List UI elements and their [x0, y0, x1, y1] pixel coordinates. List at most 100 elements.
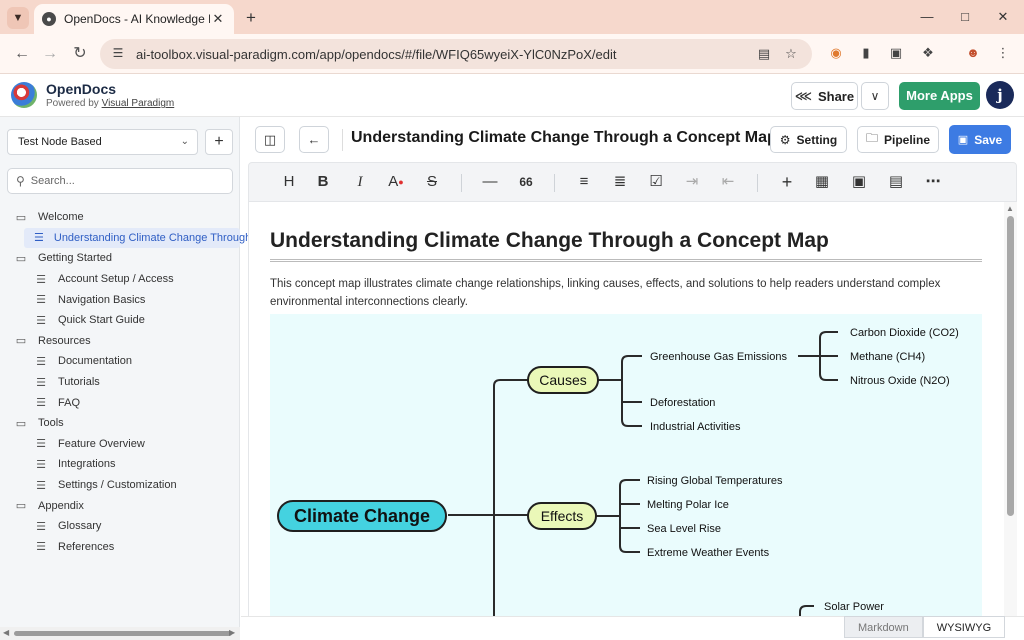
bullet-list-icon[interactable]: ≡ [579, 173, 589, 190]
site-info-icon[interactable]: ☰ [112, 46, 124, 60]
quote-icon[interactable]: 66 [519, 175, 533, 189]
tab-markdown[interactable]: Markdown [844, 616, 923, 638]
root-node[interactable] [277, 500, 447, 532]
sidebar-item-appendix[interactable]: ▭Appendix [0, 495, 240, 516]
minimize-button[interactable]: — [920, 9, 934, 24]
back-icon[interactable]: ← [14, 45, 30, 62]
italic-icon[interactable]: I [357, 174, 363, 190]
ordered-list-icon[interactable]: ≣ [613, 173, 627, 190]
sidebar-horizontal-scrollbar[interactable]: ◀ ▶ [0, 627, 240, 640]
sidebar-item-account-setup-access[interactable]: ☰Account Setup / Access [0, 269, 240, 290]
document-scrollbar[interactable]: ▲ [1004, 202, 1017, 616]
pipeline-button[interactable]: 🗀 Pipeline [857, 126, 939, 153]
connector [819, 331, 838, 381]
task-list-icon[interactable]: ☑ [649, 173, 663, 190]
embed-icon[interactable]: ▣ [851, 173, 867, 190]
profile-icon[interactable]: ☻ [966, 45, 980, 60]
avatar[interactable]: j [986, 81, 1014, 109]
sidebar-item-welcome[interactable]: ▭ Welcome [0, 207, 240, 228]
concept-map-svg: Climate Change Causes Effects Greenhouse… [277, 327, 959, 616]
add-node-button[interactable]: + [205, 129, 233, 155]
back-button[interactable]: ← [299, 126, 329, 153]
gas-item: Carbon Dioxide (CO2) [850, 327, 959, 339]
sliders-icon: ⚙ [779, 132, 791, 147]
search-box[interactable]: ⚲ [7, 168, 233, 194]
plus-icon[interactable]: + [781, 172, 793, 192]
concept-map[interactable]: Climate Change Causes Effects Greenhouse… [270, 314, 982, 616]
sidebar-item-integrations[interactable]: ☰Integrations [0, 454, 240, 475]
sidebar-item-label: Welcome [38, 211, 84, 224]
save-button[interactable]: ▣ Save [949, 125, 1011, 154]
powered-link[interactable]: Visual Paradigm [101, 98, 175, 109]
sidebar-item-resources[interactable]: ▭Resources [0, 331, 240, 352]
extensions-puzzle-icon[interactable]: ❖ [922, 45, 934, 60]
sidebar-item-tutorials[interactable]: ☰Tutorials [0, 372, 240, 393]
format-toolbar: H B I A● S — 66 ≡ ≣ ☑ ⇥ ⇤ + ▦ ▣ ▤ ⋯ [248, 162, 1017, 202]
bold-icon[interactable]: B [317, 173, 329, 190]
browser-tab[interactable]: ● OpenDocs - AI Knowledge Base ✕ [34, 4, 234, 34]
document-area[interactable]: Understanding Climate Change Through a C… [248, 202, 1017, 616]
more-options-icon[interactable]: ⋯ [925, 173, 941, 190]
image-icon[interactable]: ▤ [888, 173, 904, 190]
toggle-sidebar-button[interactable]: ◫ [255, 126, 285, 153]
folder-icon: ▭ [15, 211, 27, 224]
sidebar-item-label: Quick Start Guide [58, 314, 145, 327]
scrollbar-thumb[interactable] [1007, 216, 1014, 516]
sidebar-item-quick-start-guide[interactable]: ☰Quick Start Guide [0, 310, 240, 331]
tab-wysiwyg[interactable]: WYSIWYG [922, 616, 1006, 638]
omnibox[interactable]: ☰ ai-toolbox.visual-paradigm.com/app/ope… [100, 39, 812, 69]
heading-icon[interactable]: H [283, 173, 295, 190]
new-tab-button[interactable]: + [246, 8, 256, 27]
share-button[interactable]: ⋘ Share [791, 82, 858, 110]
scroll-left-icon[interactable]: ◀ [3, 628, 10, 637]
sidebar-item-tools[interactable]: ▭Tools [0, 413, 240, 434]
scroll-right-icon[interactable]: ▶ [229, 628, 236, 637]
more-apps-button[interactable]: More Apps [899, 82, 980, 110]
scroll-up-icon[interactable]: ▲ [1006, 204, 1014, 213]
sidebar-item-navigation-basics[interactable]: ☰Navigation Basics [0, 289, 240, 310]
document-icon: ☰ [36, 458, 46, 471]
setting-button[interactable]: ⚙ Setting [770, 126, 847, 153]
sidebar-item-documentation[interactable]: ☰Documentation [0, 351, 240, 372]
sidebar-item-understanding-climate-change-through-a-concept-map[interactable]: ☰Understanding Climate Change Through a … [24, 227, 329, 249]
indent-icon[interactable]: ⇥ [685, 173, 699, 190]
editor-topbar: ◫ ← Understanding Climate Change Through… [241, 117, 1024, 161]
effects-node[interactable] [527, 502, 597, 530]
sidebar-item-getting-started[interactable]: ▭Getting Started [0, 248, 240, 269]
search-input[interactable] [30, 175, 211, 187]
extension-badge-icon[interactable]: ◉ [830, 45, 842, 60]
outdent-icon[interactable]: ⇤ [721, 173, 735, 190]
screenshot-icon[interactable]: ▣ [889, 45, 903, 60]
sidebar-item-feature-overview[interactable]: ☰Feature Overview [0, 434, 240, 455]
chat-icon[interactable]: ▮ [862, 45, 870, 60]
globe-icon: ● [42, 12, 56, 26]
reload-icon[interactable]: ↻ [73, 45, 87, 62]
horizontal-rule-icon[interactable]: — [482, 173, 498, 190]
no-tracking-icon[interactable]: ▤ [757, 46, 771, 61]
node-select[interactable]: Test Node Based ⌄ [7, 129, 198, 155]
sidebar-item-glossary[interactable]: ☰Glossary [0, 516, 240, 537]
sidebar-item-label: Feature Overview [58, 437, 145, 450]
scrollbar-thumb[interactable] [14, 631, 232, 636]
double-chevron-down-icon: ∨ [870, 89, 880, 103]
document-icon: ☰ [36, 355, 46, 368]
causes-node[interactable] [527, 366, 599, 394]
tab-search-button[interactable]: ▼ [7, 7, 29, 29]
folder-icon: ▭ [15, 252, 27, 265]
strikethrough-icon[interactable]: S [426, 173, 437, 190]
forward-icon[interactable]: → [42, 45, 58, 62]
pipeline-label: Pipeline [884, 132, 931, 147]
sidebar-item-faq[interactable]: ☰FAQ [0, 392, 240, 413]
table-icon[interactable]: ▦ [814, 173, 830, 190]
sidebar-item-references[interactable]: ☰References [0, 537, 240, 558]
expand-button[interactable]: ∨ [861, 82, 889, 110]
text-color-icon[interactable]: A● [388, 173, 404, 190]
sidebar-item-settings-customization[interactable]: ☰Settings / Customization [0, 475, 240, 496]
close-icon[interactable]: ✕ [212, 11, 224, 26]
close-window-button[interactable]: ✕ [997, 9, 1009, 24]
maximize-button[interactable]: □ [961, 9, 969, 24]
sidebar-toggle-icon: ◫ [263, 132, 277, 147]
search-icon: ⚲ [16, 174, 25, 188]
bookmark-star-icon[interactable]: ☆ [785, 46, 797, 61]
more-menu-icon[interactable]: ⋮ [996, 45, 1010, 60]
